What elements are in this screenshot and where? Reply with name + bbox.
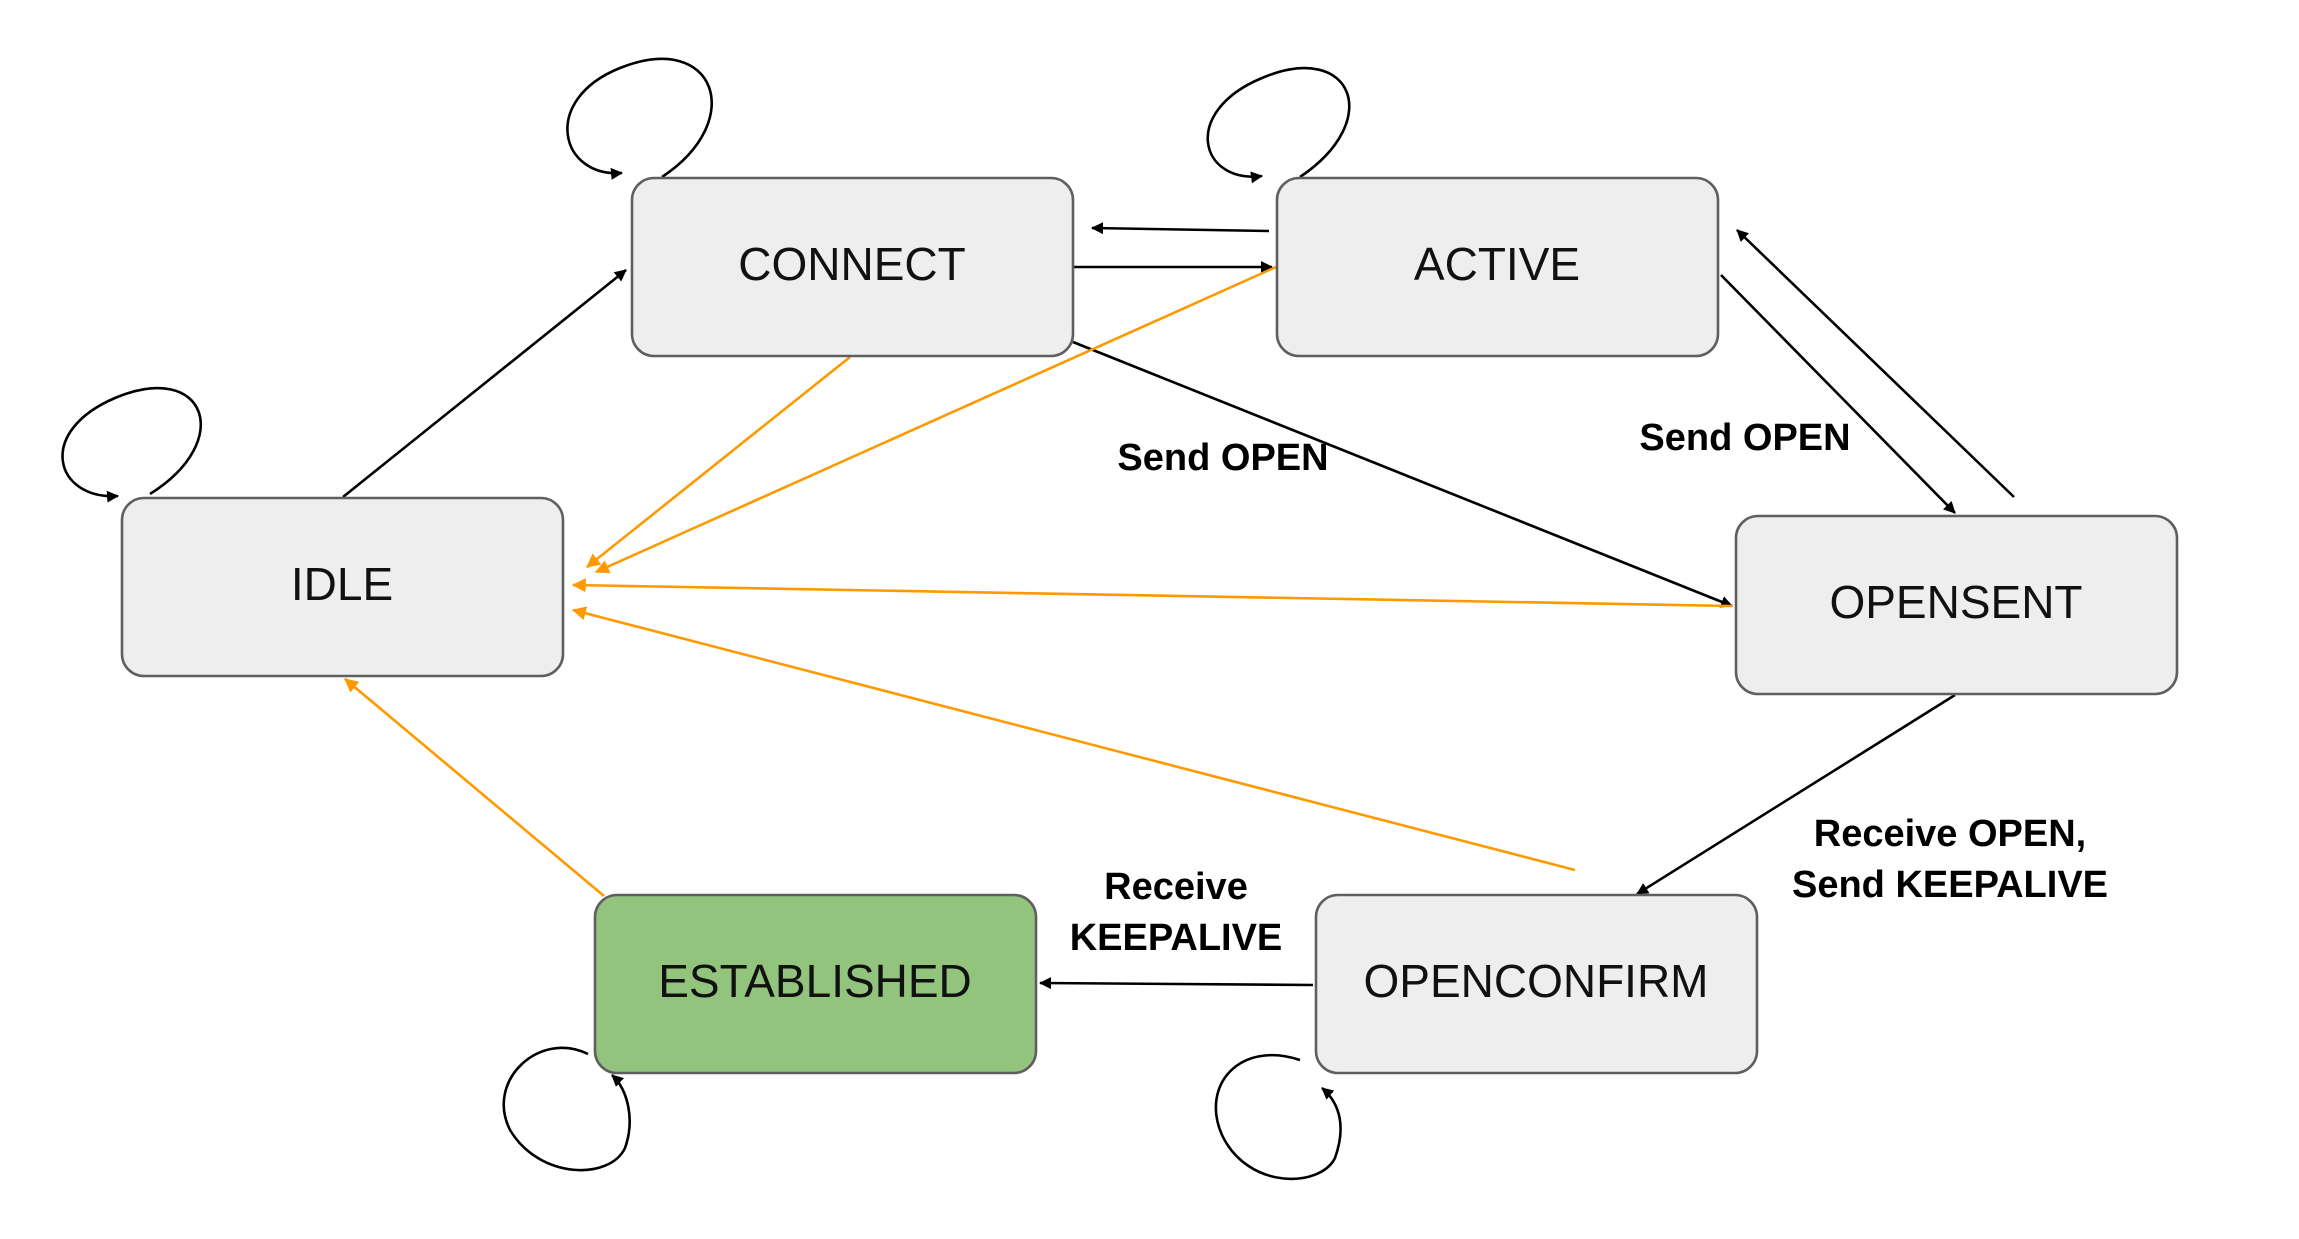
state-established[interactable]: ESTABLISHED — [593, 893, 1038, 1075]
state-opensent-label: OPENSENT — [1829, 576, 2082, 628]
label-opensent-to-openconfirm-line1: Receive OPEN, — [1814, 813, 2086, 855]
established-self-loop — [502, 1046, 631, 1172]
state-idle[interactable]: IDLE — [120, 496, 565, 678]
edge-openconfirm-to-idle — [571, 606, 1576, 872]
state-openconfirm-label: OPENCONFIRM — [1364, 955, 1709, 1007]
idle-self-loop — [61, 386, 203, 503]
edge-opensent-to-idle — [571, 578, 1733, 608]
openconfirm-self-loop — [1214, 1053, 1342, 1181]
edge-connect-to-idle — [586, 355, 851, 569]
state-connect[interactable]: CONNECT — [630, 176, 1075, 358]
label-active-to-opensent: Send OPEN — [1639, 417, 1850, 459]
state-established-label: ESTABLISHED — [658, 955, 972, 1007]
state-active[interactable]: ACTIVE — [1275, 176, 1720, 358]
edge-idle-to-connect — [342, 268, 627, 499]
edge-opensent-to-active — [1736, 229, 2015, 498]
label-openconfirm-to-established-line1: Receive — [1104, 866, 1248, 908]
state-openconfirm-box — [1314, 893, 1759, 1075]
edge-active-to-connect — [1091, 222, 1270, 235]
state-opensent[interactable]: OPENSENT — [1734, 514, 2179, 696]
label-connect-to-opensent: Send OPEN — [1117, 437, 1328, 479]
state-opensent-box — [1734, 514, 2179, 696]
state-established-box — [593, 893, 1038, 1075]
edge-active-to-idle — [594, 265, 1277, 574]
state-active-box — [1275, 176, 1720, 358]
state-idle-box — [120, 496, 565, 678]
state-connect-box — [630, 176, 1075, 358]
state-idle-label: IDLE — [291, 558, 393, 610]
connect-self-loop — [566, 57, 713, 180]
edge-opensent-to-openconfirm — [1636, 693, 1956, 896]
edge-connect-to-opensent — [1072, 340, 1733, 608]
state-connect-label: CONNECT — [738, 238, 965, 290]
edge-active-to-opensent — [1720, 274, 1956, 514]
state-active-label: ACTIVE — [1414, 238, 1580, 290]
label-openconfirm-to-established-line2: KEEPALIVE — [1070, 917, 1283, 959]
edge-established-to-idle — [344, 678, 605, 897]
label-opensent-to-openconfirm-line2: Send KEEPALIVE — [1792, 864, 2108, 906]
state-openconfirm[interactable]: OPENCONFIRM — [1314, 893, 1759, 1075]
edge-openconfirm-to-established — [1039, 977, 1314, 990]
active-self-loop — [1206, 66, 1351, 184]
